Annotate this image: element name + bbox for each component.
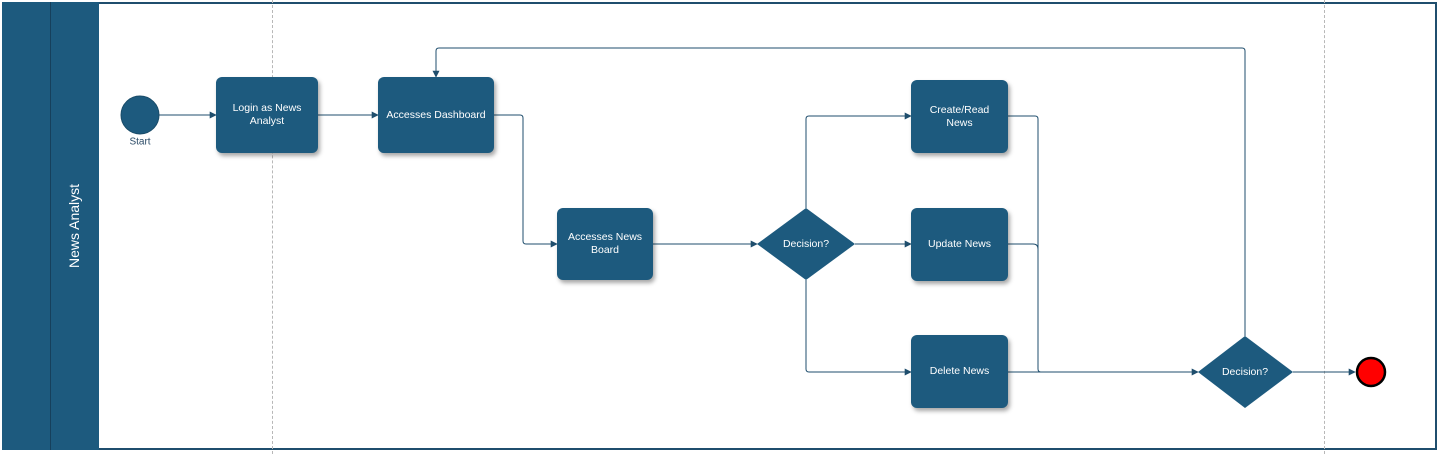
phase-divider <box>1324 0 1325 454</box>
pool-header <box>2 2 50 450</box>
task-accesses-news-board: Accesses News Board <box>557 208 653 280</box>
connector-decision1-to-delete <box>805 280 912 376</box>
connector-update-to-decision2 <box>1008 243 1039 250</box>
start-event-label: Start <box>129 136 151 148</box>
connector-decision1-to-create <box>805 112 912 208</box>
task-delete-news: Delete News <box>911 335 1008 408</box>
connector-decision2-loop-to-dashboard <box>432 47 1246 336</box>
task-accesses-dashboard: Accesses Dashboard <box>378 77 494 153</box>
lane-header <box>50 2 99 450</box>
connector-dashboard-to-newsboard <box>494 114 558 248</box>
decision-gateway-2 <box>1198 336 1293 408</box>
decision-gateway-1 <box>757 208 855 280</box>
task-update-news: Update News <box>911 208 1008 281</box>
task-create-read-news: Create/Read News <box>911 80 1008 153</box>
phase-divider <box>272 0 273 454</box>
task-login: Login as News Analyst <box>216 77 318 153</box>
end-event <box>1355 356 1387 388</box>
start-event <box>120 95 160 135</box>
connector-create-to-decision2 <box>1008 115 1199 376</box>
